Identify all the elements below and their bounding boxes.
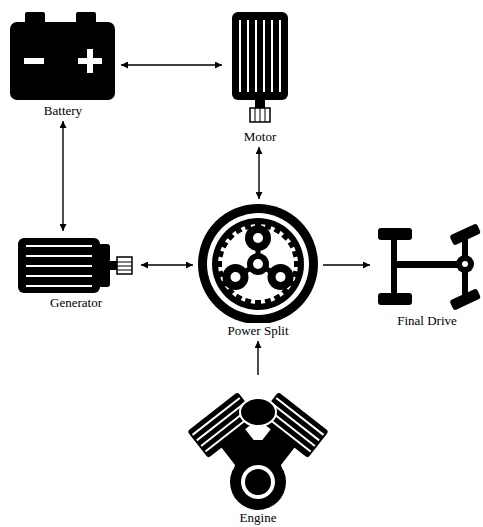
component-label: Motor	[243, 129, 278, 144]
component-label: Power Split	[226, 323, 289, 338]
power-split-icon	[198, 204, 318, 324]
connector-arrow	[257, 341, 258, 375]
component-node: Final Drive	[373, 224, 481, 328]
final-drive-icon	[378, 223, 481, 311]
component-node: Battery	[8, 8, 118, 118]
component-label: Engine	[239, 510, 278, 525]
component-node: Power Split	[196, 202, 320, 338]
connector-arrow	[258, 147, 259, 199]
connector-arrow	[141, 264, 193, 265]
battery-icon	[10, 12, 115, 100]
motor-icon	[232, 12, 288, 122]
engine-icon	[187, 392, 329, 510]
connector-arrow	[121, 64, 222, 65]
component-node: Engine	[188, 378, 328, 525]
component-label: Battery	[43, 103, 83, 118]
connector-arrow	[62, 121, 63, 231]
component-label: Final Drive	[396, 313, 458, 328]
connector-arrow	[323, 264, 370, 265]
component-node: Generator	[14, 234, 138, 310]
component-node: Motor	[225, 8, 295, 144]
component-label: Generator	[49, 295, 103, 310]
generator-icon	[18, 238, 132, 293]
